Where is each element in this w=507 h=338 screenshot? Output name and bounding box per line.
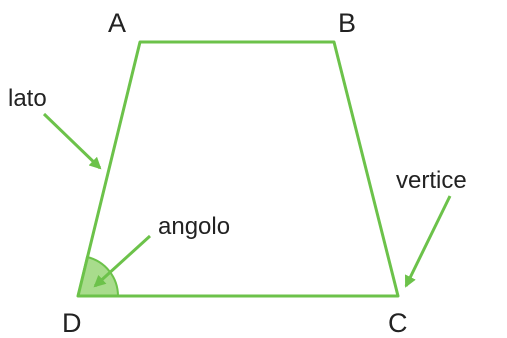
trapezoid-shape xyxy=(76,40,400,298)
side-arrow xyxy=(42,112,102,170)
vertex-label-d: D xyxy=(62,308,82,338)
angle-label: angolo xyxy=(158,213,230,240)
vertex-label-b: B xyxy=(338,8,356,38)
angle-arrow xyxy=(93,234,152,288)
side-label: lato xyxy=(8,85,47,112)
vertex-label-a: A xyxy=(108,8,126,38)
vertex-arrow xyxy=(404,195,452,288)
vertex-label: vertice xyxy=(396,167,467,194)
vertex-label-c: C xyxy=(388,308,408,338)
